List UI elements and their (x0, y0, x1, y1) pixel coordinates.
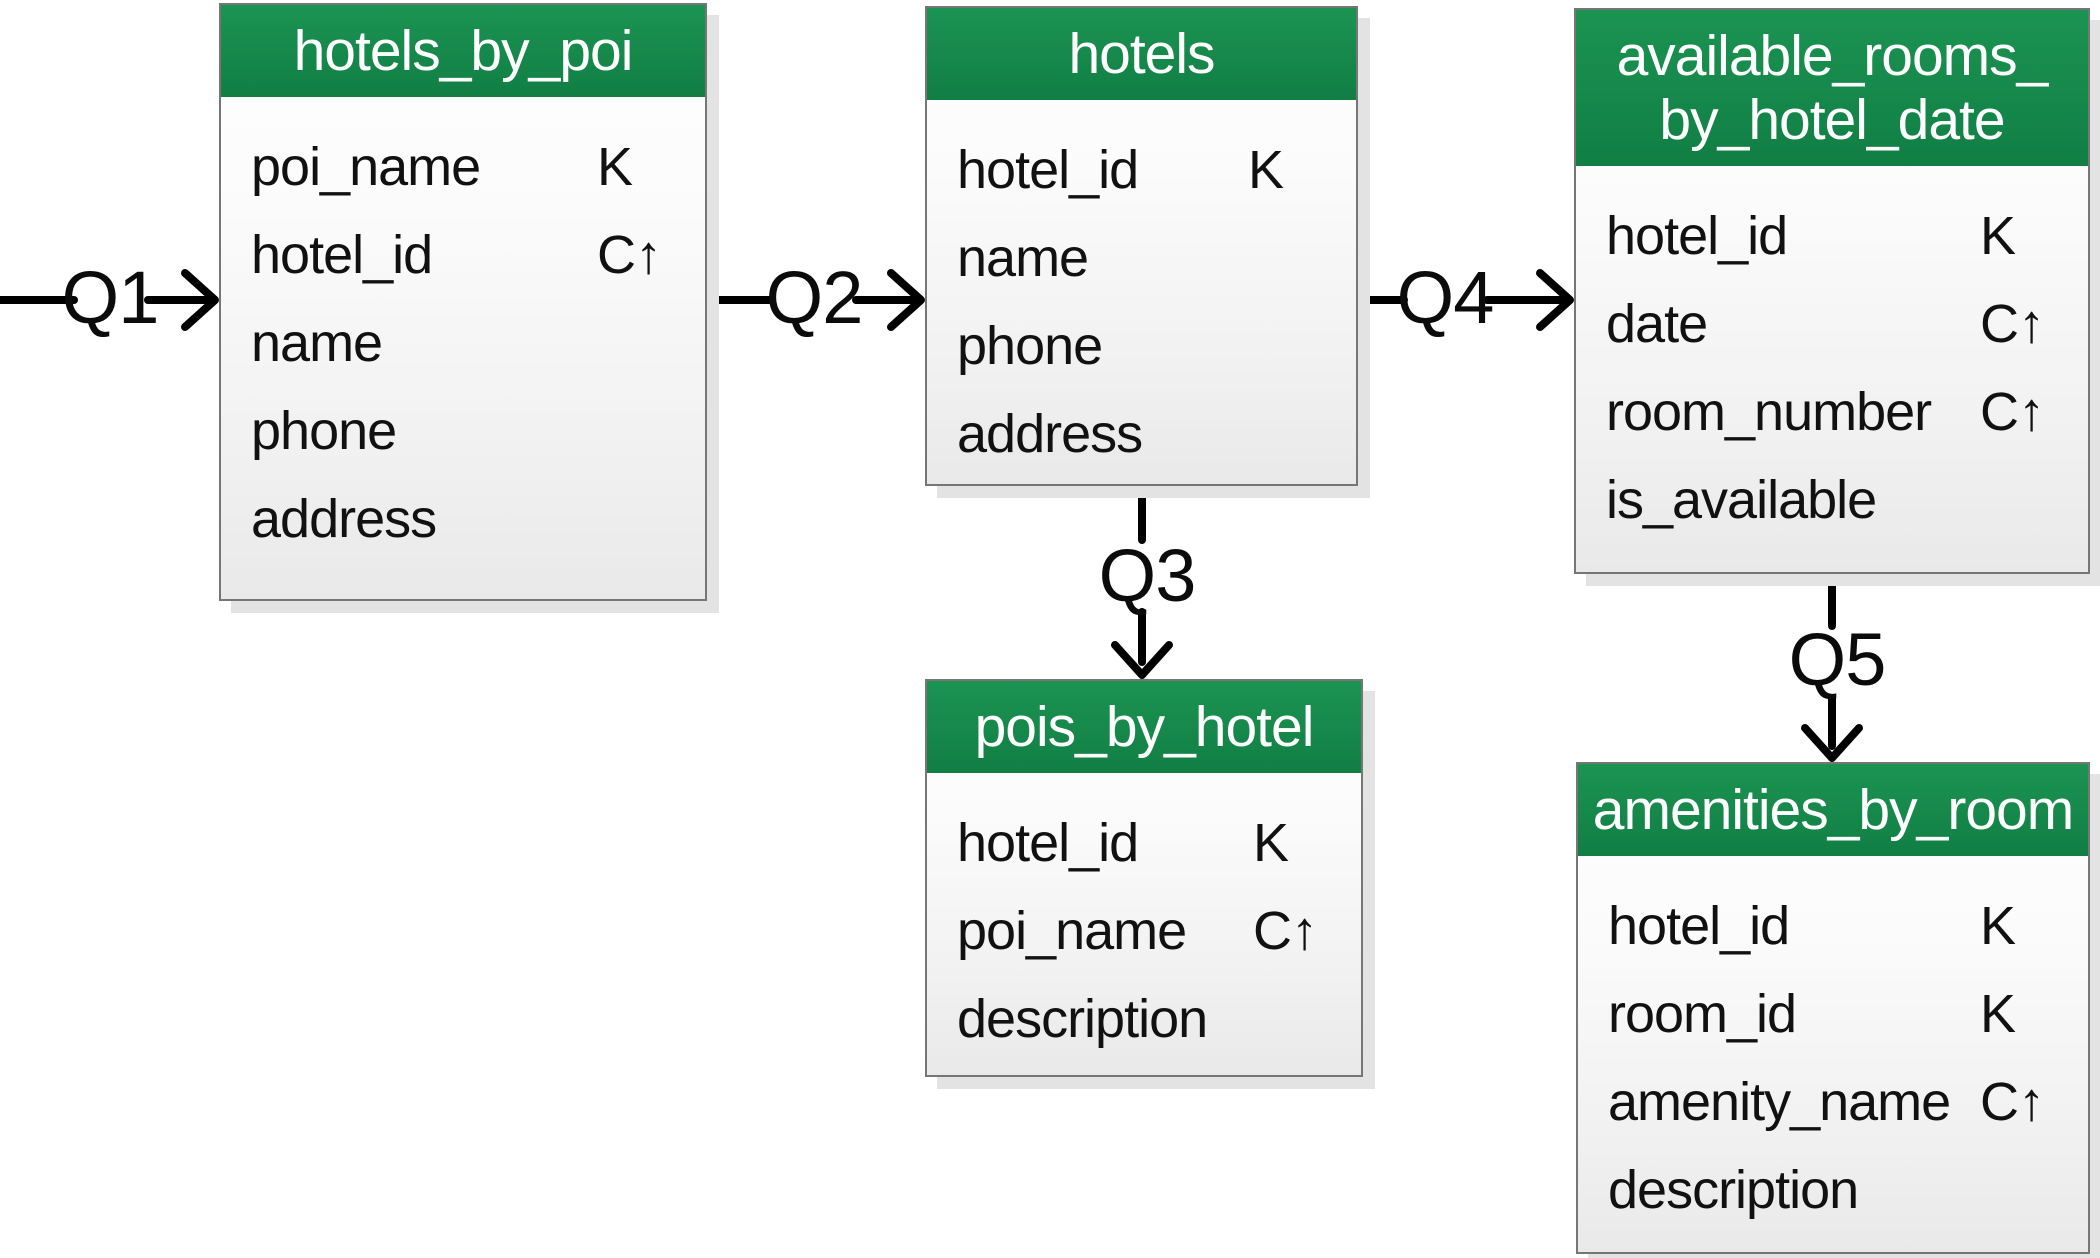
q4-arrow (1355, 269, 1574, 331)
table-fields: poi_name K hotel_id C↑ name phone addres… (221, 97, 705, 577)
table-available-rooms-by-hotel-date: available_rooms_ by_hotel_date hotel_id … (1574, 8, 2090, 574)
field-row: hotel_id K (957, 126, 1336, 214)
field-name: hotel_id (1606, 206, 1788, 266)
field-key-marker: K (1980, 206, 2016, 266)
field-name: address (251, 489, 437, 549)
query-label-q3: Q3 (1098, 533, 1197, 617)
field-name: date (1606, 294, 1708, 354)
q2-arrow (704, 269, 925, 331)
table-hotels: hotels hotel_id K name phone address (925, 6, 1358, 486)
q2-arrowhead (887, 269, 925, 331)
q3-arrowhead (1111, 641, 1173, 679)
field-name: room_id (1608, 984, 1797, 1044)
field-row: room_id K (1608, 970, 2068, 1058)
field-row: phone (251, 387, 685, 475)
field-row: hotel_id K (1608, 882, 2068, 970)
table-title: by_hotel_date (1659, 88, 2005, 152)
field-row: description (957, 975, 1341, 1063)
table-header: amenities_by_room (1578, 764, 2088, 856)
field-name: description (957, 989, 1208, 1049)
table-header: hotels (927, 8, 1356, 100)
q4-arrowhead (1536, 269, 1574, 331)
field-row: name (251, 299, 685, 387)
field-row: poi_name C↑ (957, 887, 1341, 975)
field-row: address (251, 475, 685, 563)
field-name: room_number (1606, 382, 1932, 442)
field-key-marker: C↑ (597, 225, 662, 285)
table-header: hotels_by_poi (221, 5, 705, 97)
field-key-marker: K (1253, 813, 1289, 873)
field-row: hotel_id K (1606, 192, 2068, 280)
field-name: poi_name (251, 137, 481, 197)
field-row: amenity_name C↑ (1608, 1058, 2068, 1146)
q1-arrowhead (181, 269, 219, 331)
query-label-q2: Q2 (765, 255, 864, 339)
table-title: available_rooms_ (1616, 24, 2049, 88)
table-title: amenities_by_room (1592, 778, 2074, 842)
field-row: phone (957, 302, 1336, 390)
field-name: amenity_name (1608, 1072, 1951, 1132)
query-label-q4: Q4 (1396, 255, 1495, 339)
table-fields: hotel_id K poi_name C↑ description (927, 773, 1361, 1077)
field-name: hotel_id (1608, 896, 1790, 956)
table-fields: hotel_id K room_id K amenity_name C↑ des… (1578, 856, 2088, 1248)
field-row: room_number C↑ (1606, 368, 2068, 456)
field-name: poi_name (957, 901, 1187, 961)
field-name: description (1608, 1160, 1859, 1220)
field-row: date C↑ (1606, 280, 2068, 368)
field-name: phone (957, 316, 1103, 376)
field-row: poi_name K (251, 123, 685, 211)
q5-arrow (1801, 572, 1863, 762)
q1-arrow (0, 269, 219, 331)
table-header: pois_by_hotel (927, 681, 1361, 773)
field-row: is_available (1606, 456, 2068, 544)
field-name: is_available (1606, 470, 1877, 530)
table-hotels-by-poi: hotels_by_poi poi_name K hotel_id C↑ nam… (219, 3, 707, 601)
field-key-marker: K (1980, 984, 2016, 1044)
table-pois-by-hotel: pois_by_hotel hotel_id K poi_name C↑ des… (925, 679, 1363, 1077)
field-name: phone (251, 401, 397, 461)
field-key-marker: C↑ (1253, 901, 1318, 961)
field-row: hotel_id K (957, 799, 1341, 887)
table-title: hotels_by_poi (293, 19, 634, 83)
field-key-marker: C↑ (1980, 294, 2045, 354)
field-row: name (957, 214, 1336, 302)
q3-arrow (1111, 482, 1173, 679)
table-title: pois_by_hotel (974, 695, 1315, 759)
field-key-marker: K (1248, 140, 1284, 200)
table-fields: hotel_id K date C↑ room_number C↑ is_ava… (1576, 166, 2088, 558)
field-name: hotel_id (251, 225, 433, 285)
field-row: hotel_id C↑ (251, 211, 685, 299)
field-row: address (957, 390, 1336, 478)
field-key-marker: C↑ (1980, 1072, 2045, 1132)
field-name: name (251, 313, 383, 373)
field-name: hotel_id (957, 813, 1139, 873)
table-fields: hotel_id K name phone address (927, 100, 1356, 492)
field-key-marker: C↑ (1980, 382, 2045, 442)
table-title: hotels (1068, 22, 1215, 86)
field-row: description (1608, 1146, 2068, 1234)
field-name: hotel_id (957, 140, 1139, 200)
query-label-q1: Q1 (61, 255, 160, 339)
field-name: address (957, 404, 1143, 464)
field-key-marker: K (597, 137, 633, 197)
field-key-marker: K (1980, 896, 2016, 956)
table-amenities-by-room: amenities_by_room hotel_id K room_id K a… (1576, 762, 2090, 1254)
q5-arrowhead (1801, 724, 1863, 762)
table-header: available_rooms_ by_hotel_date (1576, 10, 2088, 166)
query-label-q5: Q5 (1788, 617, 1887, 701)
field-name: name (957, 228, 1089, 288)
